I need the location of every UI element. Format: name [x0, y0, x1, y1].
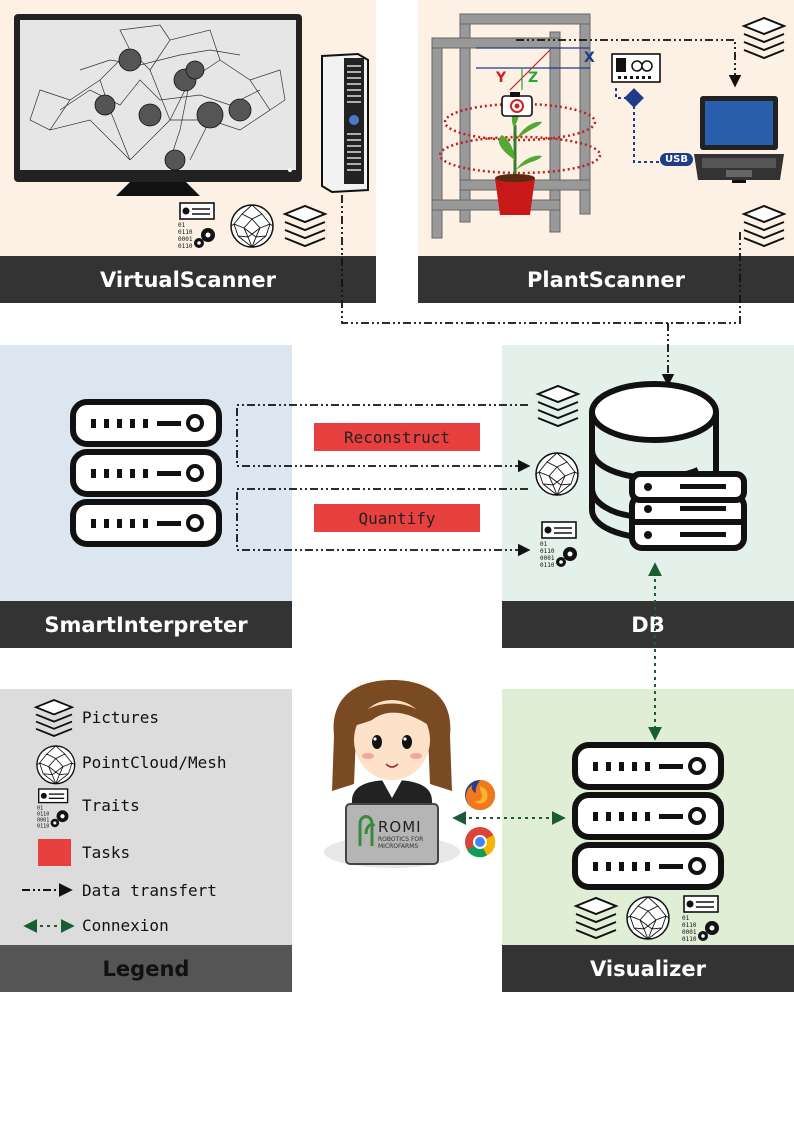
- legend-data-transfer-label: Data transfert: [82, 881, 217, 900]
- axis-y-label: Y: [496, 70, 507, 86]
- legend-pointcloud-icon: [36, 745, 76, 785]
- smartinterpreter-title: SmartInterpreter: [0, 601, 292, 648]
- legend-title: Legend: [0, 945, 292, 992]
- pointcloud-icon-visualizer: [626, 896, 670, 940]
- legend-traits-label: Traits: [82, 796, 140, 815]
- task-reconstruct: Reconstruct: [314, 423, 480, 451]
- romi-logo-tagline: ROBOTICS FOR MICROFARMS: [378, 836, 424, 850]
- legend-traits-icon: [36, 788, 70, 830]
- arduino-board-icon: [611, 53, 661, 83]
- legend-pointcloud-label: PointCloud/Mesh: [82, 753, 227, 772]
- task-quantify: Quantify: [314, 504, 480, 532]
- legend-pictures-icon: [35, 699, 73, 737]
- visualizer-title: Visualizer: [502, 945, 794, 992]
- database-icon: [589, 381, 747, 551]
- pictures-icon-visualizer: [575, 897, 617, 939]
- legend-tasks-label: Tasks: [82, 843, 131, 862]
- chrome-icon: [465, 827, 496, 858]
- traits-icon-visualizer: [681, 895, 720, 944]
- plantscanner-title: PlantScanner: [418, 256, 794, 303]
- usb-link: [615, 88, 686, 163]
- firefox-icon: [465, 780, 495, 810]
- virtualscanner-title: VirtualScanner: [0, 256, 376, 303]
- romi-logo-name: ROMI: [378, 818, 422, 836]
- visualizer-server-icon: [573, 743, 725, 891]
- legend-connexion-arrow: [23, 919, 75, 933]
- axis-z-label: Z: [528, 70, 539, 86]
- legend-task-swatch: [38, 839, 71, 866]
- legend-data-transfer-arrow: [22, 883, 73, 897]
- desktop-tower-icon: [321, 52, 369, 194]
- axis-x-label: X: [584, 50, 595, 66]
- laptop-icon: [694, 96, 784, 183]
- user-avatar: [324, 680, 460, 868]
- legend-pictures-label: Pictures: [82, 708, 160, 727]
- usb-badge: USB: [660, 153, 693, 166]
- legend-connexion-label: Connexion: [82, 916, 169, 935]
- scanner-cage-icon: [431, 13, 602, 239]
- monitor-icon: [14, 14, 302, 196]
